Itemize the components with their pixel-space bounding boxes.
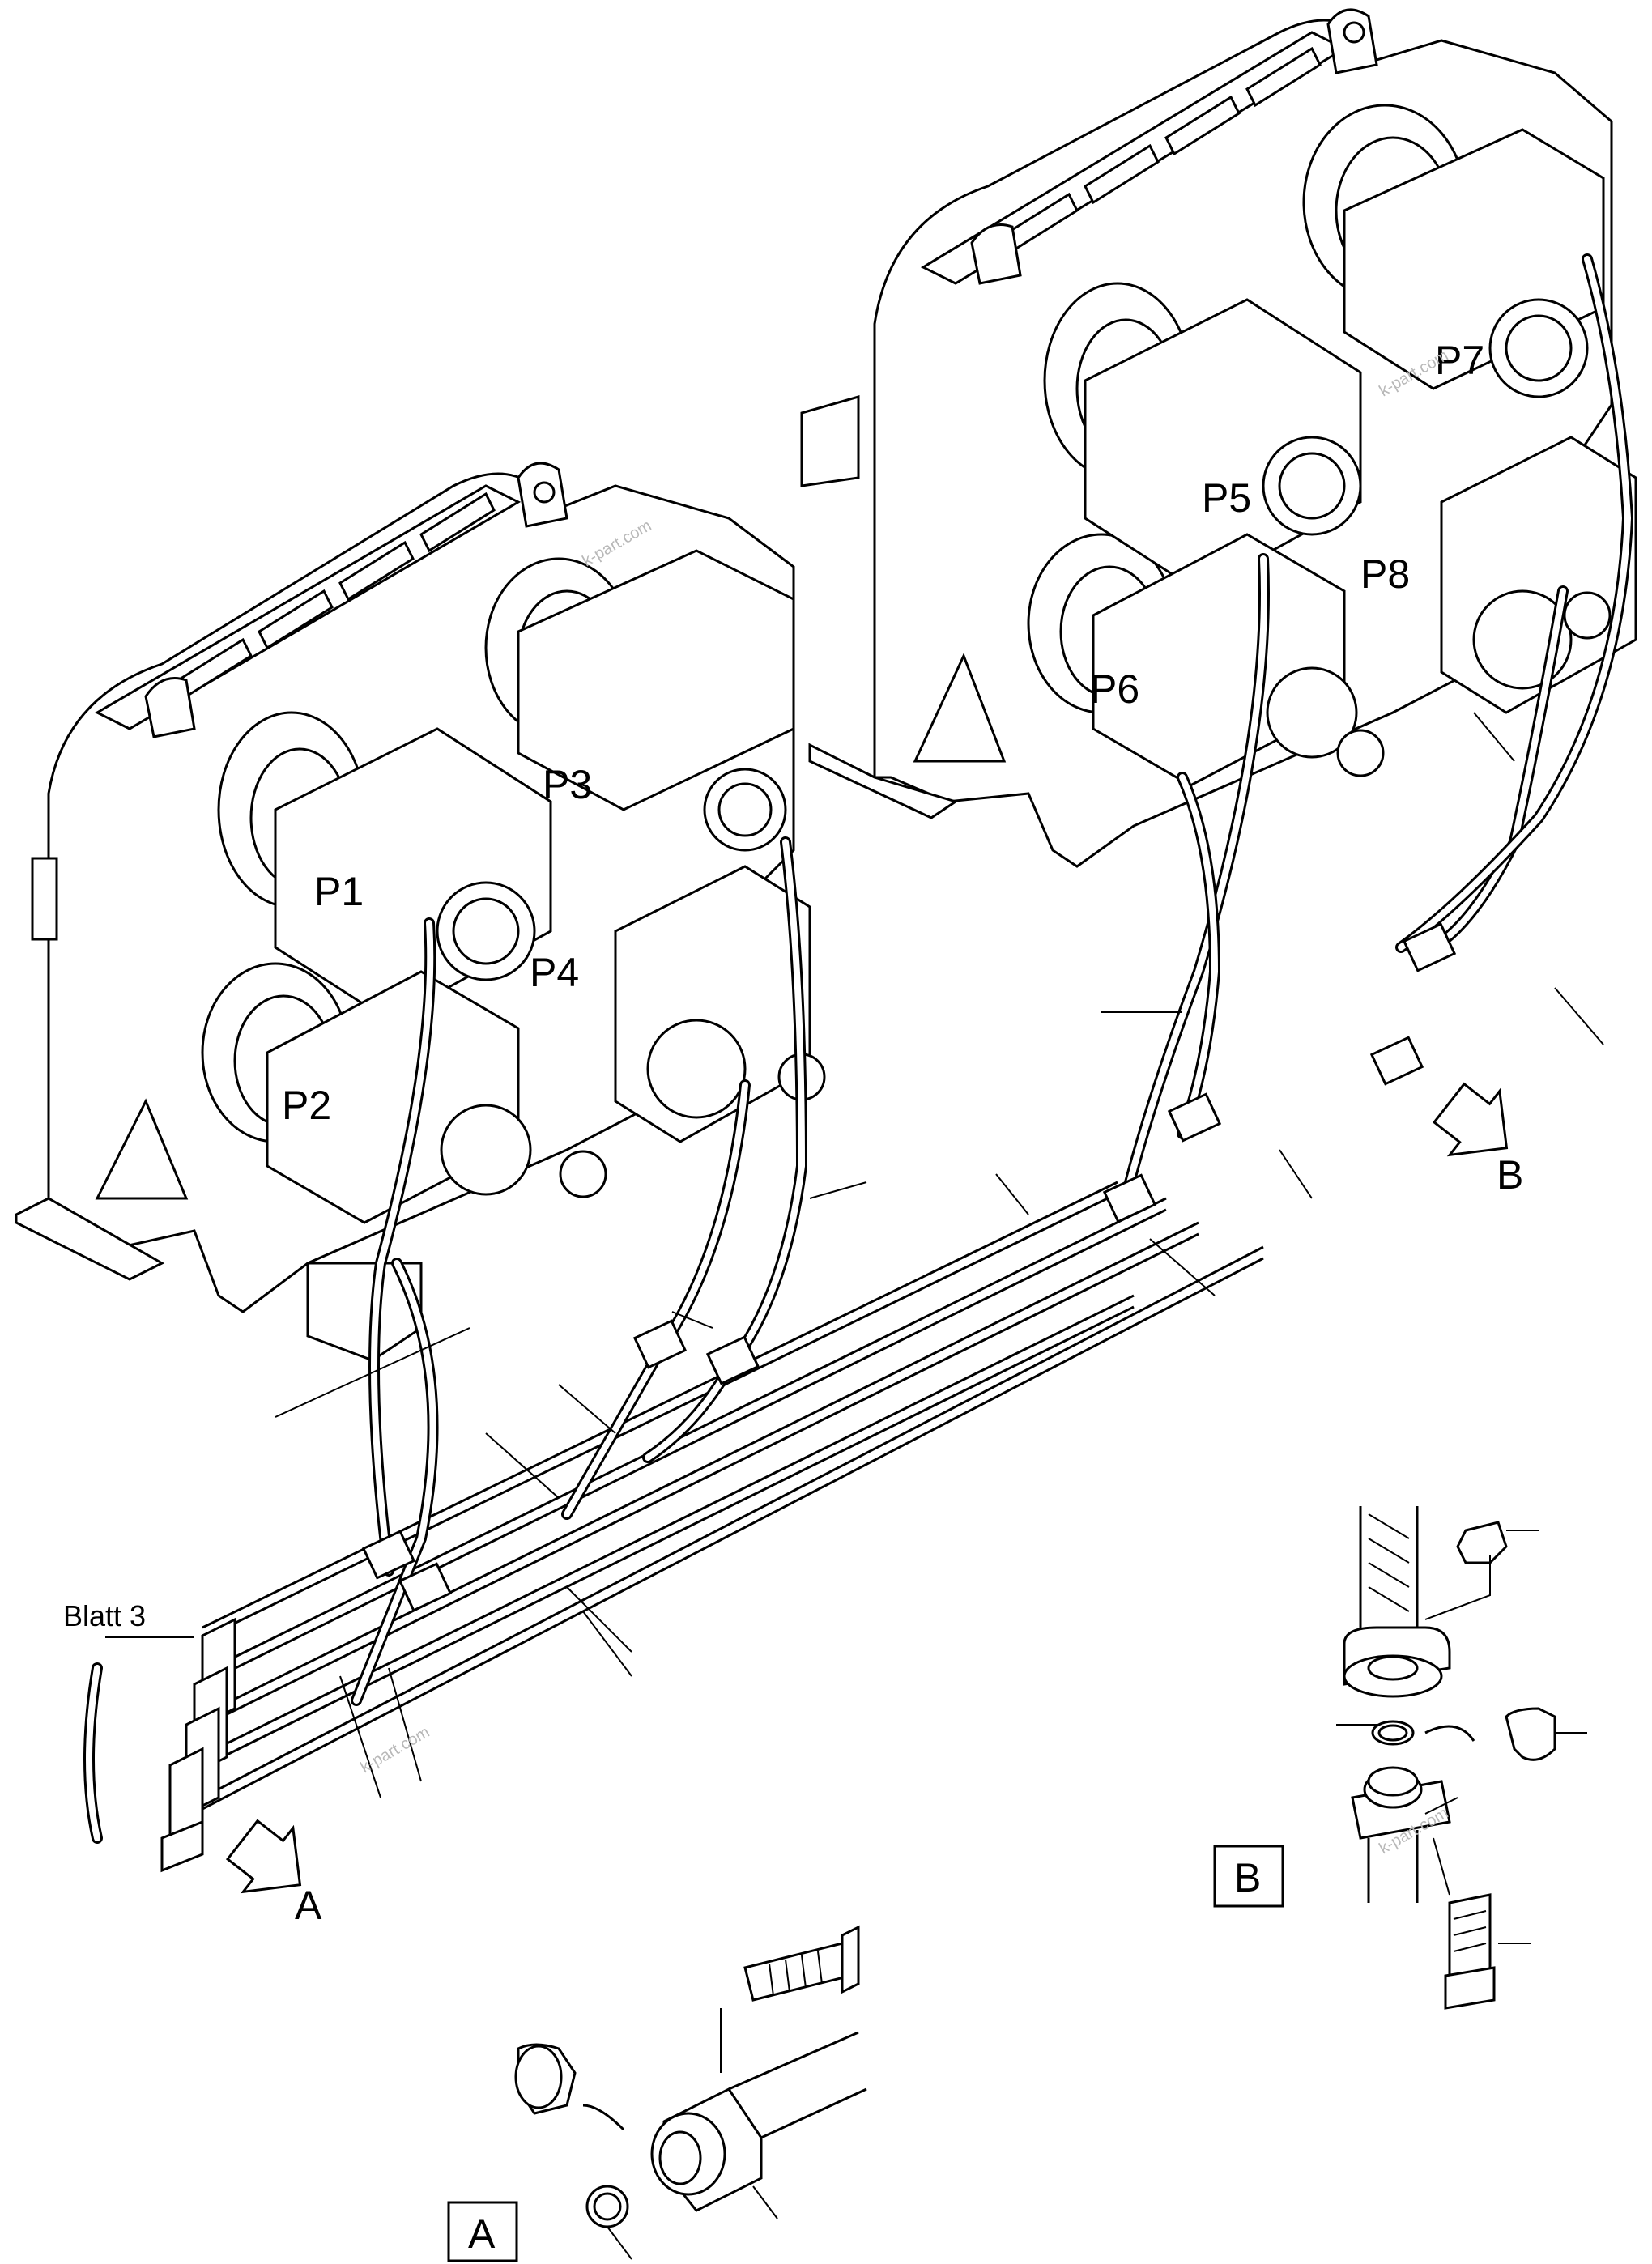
label-p1: P1 [314,869,364,914]
view-arrows [225,1082,1509,1894]
label-p7: P7 [1435,338,1484,383]
label-p3: P3 [543,762,592,807]
sheet-reference: Blatt 3 [63,1599,146,1632]
detail-a-box: A [447,2201,518,2262]
view-arrow-label-b: B [1497,1152,1523,1198]
label-p8: P8 [1360,551,1410,597]
pipe-end-plates [160,1617,236,1873]
detail-b-label: B [1234,1855,1261,1900]
detail-b-fitting [1336,1506,1587,2010]
hose-clamps [361,922,1457,1612]
right-gearbox [800,8,1637,868]
label-p6: P6 [1090,666,1139,712]
view-arrow-label-a: A [295,1883,322,1928]
watermark-3: k-part.com [358,1723,433,1777]
detail-b-box: B [1213,1845,1284,1908]
leader-lines [105,712,1604,1798]
label-p2: P2 [282,1083,331,1128]
detail-a-label: A [468,2211,496,2257]
label-p4: P4 [530,950,579,995]
left-gearbox [15,462,826,1362]
detail-a-fitting [514,1925,867,2260]
label-p5: P5 [1202,475,1251,521]
